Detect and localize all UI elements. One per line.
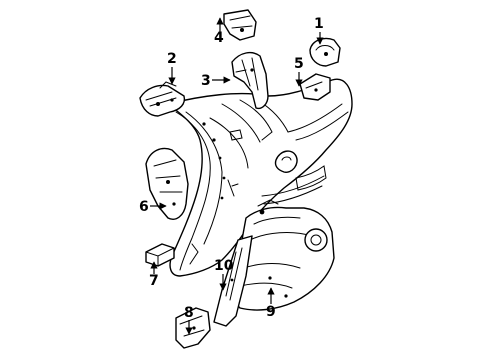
- part-9-wheelhouse: [229, 199, 335, 311]
- part-5-bracket: [299, 73, 331, 101]
- svg-text:4: 4: [214, 30, 224, 46]
- part-4-bracket: [223, 9, 257, 41]
- callout-4: 4: [214, 17, 224, 46]
- callout-5: 5: [294, 56, 304, 87]
- svg-text:8: 8: [184, 305, 194, 321]
- svg-text:3: 3: [201, 73, 211, 89]
- callout-9: 9: [266, 287, 276, 320]
- svg-text:2: 2: [167, 51, 177, 67]
- callout-7: 7: [149, 261, 159, 289]
- part-10-strip: [213, 235, 253, 327]
- part-8-bracket: [175, 307, 211, 349]
- svg-text:9: 9: [266, 304, 276, 320]
- svg-text:7: 7: [149, 273, 159, 289]
- callout-8: 8: [184, 305, 194, 335]
- part-2-rear-panel: [139, 81, 186, 117]
- svg-text:10: 10: [214, 258, 234, 274]
- callout-1: 1: [314, 16, 324, 45]
- callout-2: 2: [167, 51, 177, 85]
- svg-text:6: 6: [139, 199, 149, 215]
- part-7-block: [145, 243, 175, 267]
- svg-text:1: 1: [314, 16, 324, 32]
- callout-6: 6: [139, 199, 167, 215]
- quarter-panel: [167, 78, 353, 277]
- svg-text:5: 5: [294, 56, 304, 72]
- part-1-bracket: [309, 37, 341, 67]
- callout-10: 10: [214, 258, 234, 291]
- part-3-pillar: [231, 51, 269, 110]
- part-6-extension: [145, 147, 189, 220]
- callout-3: 3: [201, 73, 231, 89]
